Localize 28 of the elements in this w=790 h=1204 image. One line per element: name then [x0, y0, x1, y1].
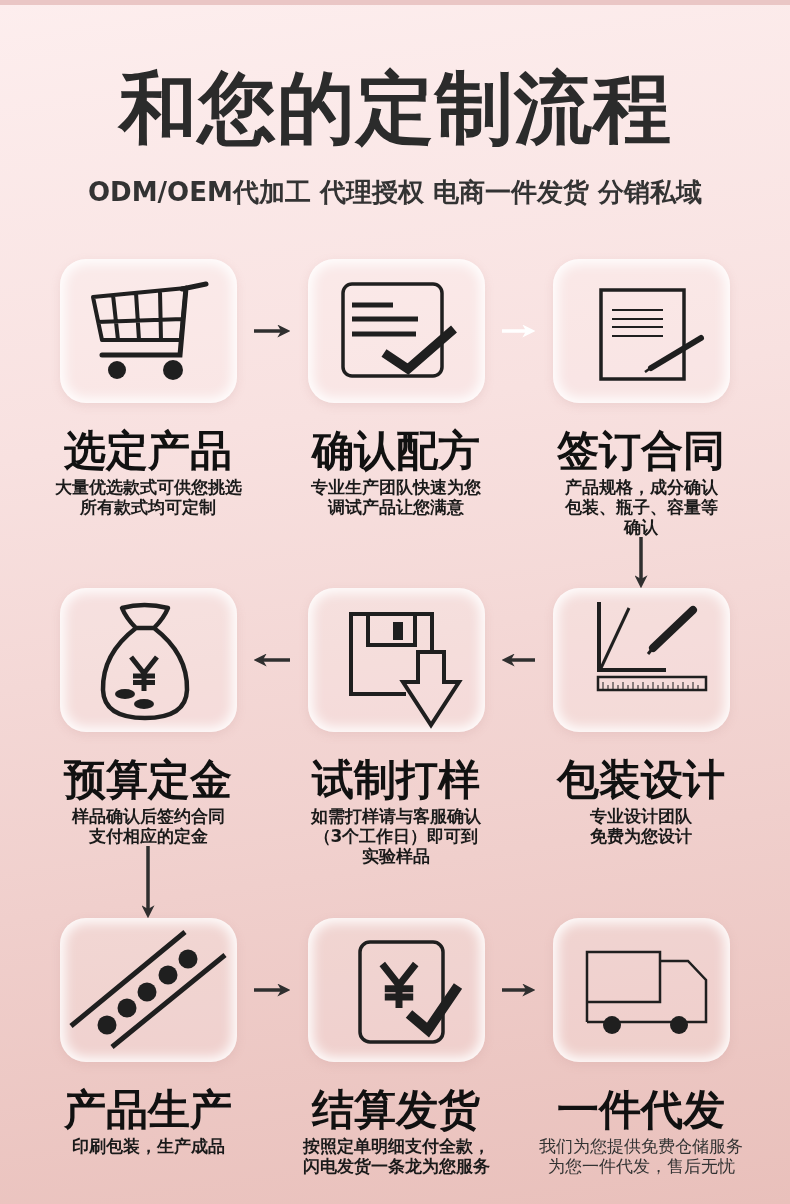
step-description: 样品确认后签约合同支付相应的定金 — [70, 806, 226, 846]
step-title: 确认配方 — [310, 427, 481, 475]
step-title: 选定产品 — [63, 427, 233, 475]
step-description: 如需打样请与客服确认（3个工作日）即可到实验样品 — [310, 806, 482, 866]
arrow — [634, 537, 648, 589]
step-title: 试制打样 — [310, 756, 481, 804]
step-description: 产品规格，成分确认包装、瓶子、容量等确认 — [563, 477, 719, 537]
step-title: 签订合同 — [556, 427, 726, 475]
arrow — [254, 324, 291, 338]
arrow — [502, 983, 536, 997]
step-description: 专业生产团队快速为您调试产品让您满意 — [310, 477, 482, 517]
step-title: 结算发货 — [310, 1086, 481, 1134]
step-description: 大量优选款式可供您挑选所有款式均可定制 — [53, 477, 243, 517]
step-description: 我们为您提供免费仓储服务为您一件代发，售后无忧 — [538, 1136, 744, 1176]
arrow — [253, 653, 290, 667]
arrow — [501, 653, 535, 667]
arrow — [141, 846, 155, 919]
step-title: 一件代发 — [556, 1086, 726, 1134]
step-description: 专业设计团队免费为您设计 — [589, 806, 693, 846]
page-title: 和您的定制流程 — [116, 65, 673, 151]
arrow — [502, 324, 536, 338]
step-title: 产品生产 — [63, 1086, 233, 1134]
step-description: 印刷包装，生产成品 — [70, 1136, 226, 1156]
step-title: 预算定金 — [62, 756, 233, 804]
step-title: 包装设计 — [555, 756, 726, 804]
step-description: 按照定单明细支付全款，闪电发货一条龙为您服务 — [301, 1136, 491, 1176]
subtitle: ODM/OEM代加工 代理授权 电商一件发货 分销私域 — [87, 176, 703, 208]
arrow — [254, 983, 291, 997]
